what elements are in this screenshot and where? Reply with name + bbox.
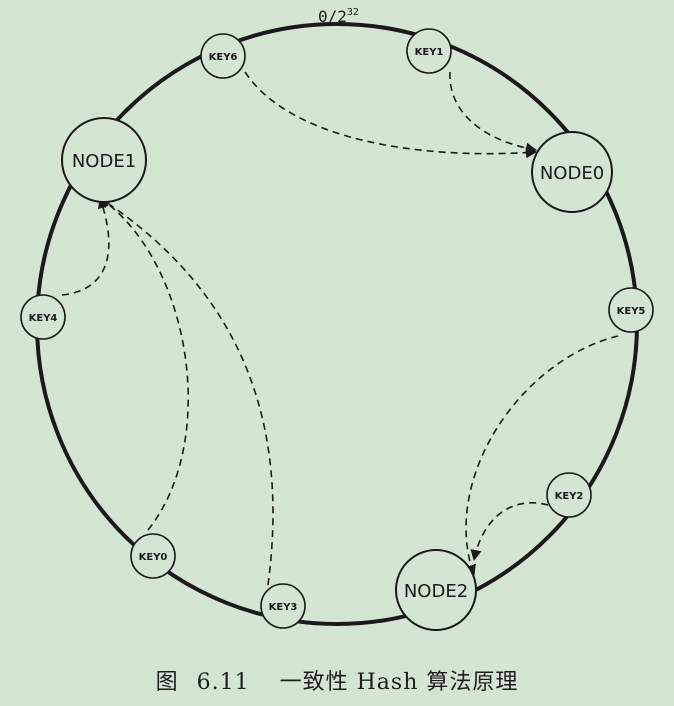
caption-prefix: 图 [155,670,179,695]
arrow-key0-to-node1 [99,197,189,531]
node-node0: NODE0 [531,131,613,213]
node-label: NODE0 [540,163,604,184]
node-circle [395,549,477,631]
node-node2: NODE2 [395,549,477,631]
figure-caption: 图 6.11 一致性 Hash 算法原理 [0,664,674,696]
key-key2: KEY2 [546,472,592,518]
key-label: KEY4 [29,313,58,324]
mapping-arrows [61,71,619,586]
key-key5: KEY5 [608,287,654,333]
key-label: KEY0 [139,552,168,563]
key-key0: KEY0 [130,533,176,579]
key-circle [200,33,246,79]
key-circle [130,533,176,579]
key-circle [20,294,66,340]
key-circle [260,583,306,629]
key-key1: KEY1 [406,28,452,74]
key-label: KEY5 [617,306,646,317]
arrow-key3-to-node1 [99,197,274,586]
hash-ring [35,22,639,626]
key-circle [406,28,452,74]
ring-origin-label: 0/232 [318,7,359,26]
key-key6: KEY6 [200,33,246,79]
node-circle [61,117,147,203]
arrow-key5-to-node2 [465,335,619,577]
node-node1: NODE1 [61,117,147,203]
node-label: NODE2 [404,581,468,602]
caption-text: 一致性 Hash 算法原理 [279,670,519,695]
key-key4: KEY4 [20,294,66,340]
key-circle [608,287,654,333]
key-label: KEY1 [415,47,444,58]
key-circle [546,472,592,518]
ring-origin-base: 0/2 [318,7,347,26]
arrow-key2-to-node2 [470,502,549,562]
node-circle [531,131,613,213]
arrow-key6-to-node0 [244,71,538,159]
caption-number: 6.11 [196,670,250,695]
arrow-key1-to-node0 [449,71,538,154]
key-key3: KEY3 [260,583,306,629]
node-label: NODE1 [72,151,136,172]
key-label: KEY6 [209,52,238,63]
key-label: KEY3 [269,602,298,613]
ring-origin-exponent: 32 [347,7,359,18]
key-label: KEY2 [555,491,584,502]
arrow-key4-to-node1 [61,196,110,296]
